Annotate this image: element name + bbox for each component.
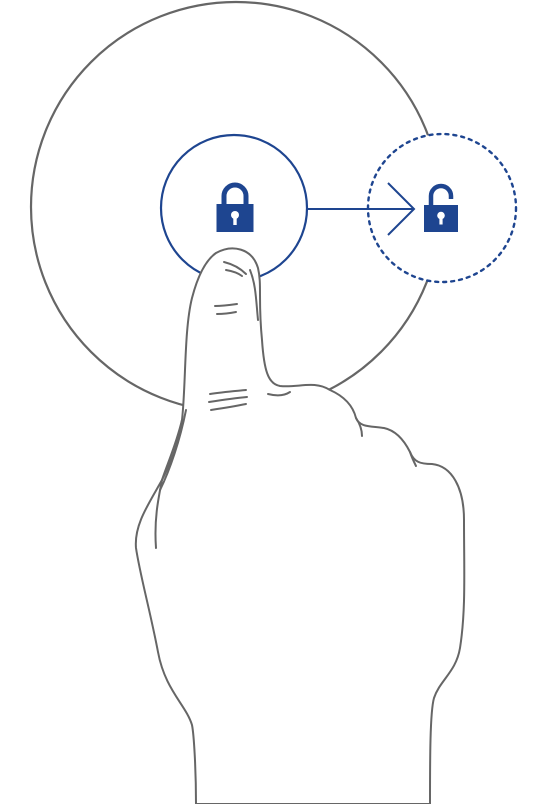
pointing-finger-icon	[136, 248, 465, 804]
